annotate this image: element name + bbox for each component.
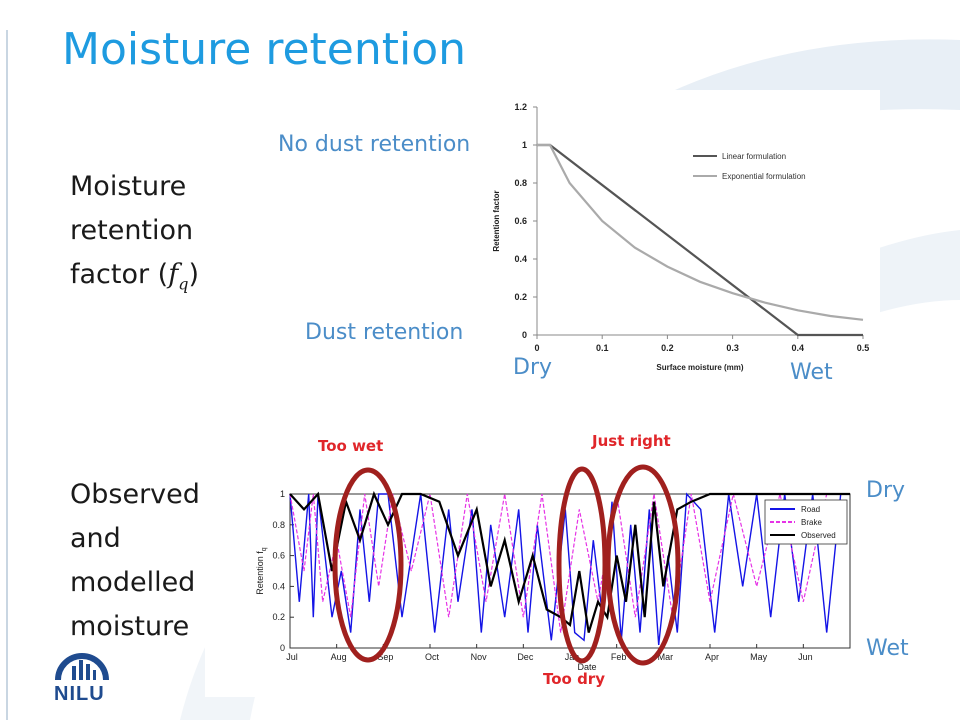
y-tick-label: 1 [280, 489, 285, 499]
x-axis-title: Surface moisture (mm) [656, 363, 743, 372]
too-dry-label: Too dry [543, 670, 605, 688]
dry-label-bottom: Dry [866, 478, 906, 503]
series-line-exponential [537, 143, 864, 321]
text-line-observed: Observed [70, 479, 200, 510]
y-tick-label: 0 [522, 330, 527, 340]
x-tick-label: Sep [377, 652, 393, 662]
y-tick-label: 1.2 [514, 102, 527, 112]
x-tick-label: Feb [611, 652, 627, 662]
y-axis-title: Retention factor [492, 190, 501, 251]
y-axis-title: Retention fq [255, 547, 268, 595]
x-tick-label: Oct [425, 652, 440, 662]
left-divider [6, 30, 8, 720]
legend-label: Exponential formulation [722, 172, 806, 181]
x-tick-label: Aug [331, 652, 347, 662]
text-line-modelled: modelled [70, 567, 196, 598]
fq-symbol: f [168, 259, 179, 290]
x-tick-label: Jun [798, 652, 813, 662]
x-tick-label: Apr [705, 652, 719, 662]
text-line-3-end: ) [188, 259, 200, 290]
y-tick-label: 0 [280, 643, 285, 653]
x-tick-label: Nov [471, 652, 488, 662]
nilu-logo-text: NILU [54, 683, 105, 705]
observed-modelled-text: Observed and modelled moisture [70, 473, 200, 649]
text-line-and: and [70, 523, 121, 554]
x-axis-title: Date [577, 662, 596, 672]
series-line-linear [537, 143, 863, 337]
y-axis-title-subscript: q [261, 547, 268, 551]
x-tick-label: 0.2 [661, 343, 674, 353]
y-tick-label: 0.6 [514, 216, 527, 226]
x-tick-label: Mar [658, 652, 674, 662]
slide-title: Moisture retention [62, 24, 467, 75]
x-tick-label: 0.1 [596, 343, 609, 353]
wet-label-bottom: Wet [866, 636, 909, 661]
legend-label: Brake [801, 518, 822, 527]
retention-factor-text: Moisture retention factor (fq) [70, 165, 199, 306]
legend-label: Road [801, 505, 820, 514]
x-tick-label: 0 [534, 343, 539, 353]
fq-subscript: q [178, 274, 189, 294]
text-line-2: retention [70, 215, 194, 246]
retention-factor-plot: 0 0.2 0.4 0.6 0.8 1 1.2 0 0.1 0.2 0.3 0.4 0.5Surface… [492, 102, 870, 372]
legend-label: Observed [801, 531, 836, 540]
y-tick-label: 0.6 [272, 551, 285, 561]
text-line-1: Moisture [70, 171, 187, 202]
just-right-label: Just right [592, 432, 671, 450]
x-tick-label: Jul [286, 652, 298, 662]
x-tick-label: 0.5 [857, 343, 870, 353]
wet-label-top: Wet [790, 360, 833, 385]
y-tick-label: 0.2 [514, 292, 527, 302]
y-tick-label: 0.4 [514, 254, 527, 264]
text-line-3-start: factor ( [70, 259, 169, 290]
legend-label: Linear formulation [722, 152, 786, 161]
x-tick-label: Dec [517, 652, 534, 662]
text-line-moisture: moisture [70, 611, 190, 642]
y-tick-label: 0.2 [272, 612, 285, 622]
x-tick-label: 0.3 [726, 343, 739, 353]
y-tick-label: 1 [522, 140, 527, 150]
text-line-3: factor (fq) [70, 253, 199, 306]
x-tick-label: May [750, 652, 768, 662]
nilu-logo-icon [55, 653, 109, 681]
y-tick-label: 0.8 [272, 520, 285, 530]
y-tick-label: 0.8 [514, 178, 527, 188]
too-wet-label: Too wet [318, 437, 384, 455]
y-tick-label: 0.4 [272, 581, 285, 591]
x-tick-label: Jan [565, 652, 580, 662]
no-dust-retention-label: No dust retention [278, 132, 471, 157]
dry-label-top: Dry [513, 355, 553, 380]
dust-retention-label: Dust retention [305, 320, 464, 345]
x-tick-label: 0.4 [792, 343, 805, 353]
